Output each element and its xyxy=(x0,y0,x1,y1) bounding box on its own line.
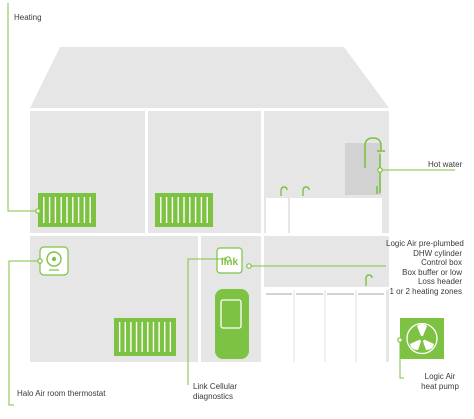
label-line: Logic Air pre-plumbed xyxy=(386,239,464,248)
label-line: Link Cellular xyxy=(193,382,238,391)
label-hot-water: Hot water xyxy=(428,160,463,169)
kitchen-worktop xyxy=(264,287,389,290)
radiator-icon xyxy=(155,193,213,227)
bath-left-panel xyxy=(266,198,288,233)
shower-cabinet xyxy=(345,143,381,195)
label-line: Box buffer or low xyxy=(402,267,462,277)
callout-dots xyxy=(35,167,403,343)
label-line: DHW cylinder xyxy=(413,248,462,258)
label-line: Control box xyxy=(421,258,462,268)
label-line: Logic Air xyxy=(424,372,456,381)
tap-icon xyxy=(280,186,310,196)
radiator-body xyxy=(114,318,176,356)
label-link-cellular: Link Cellular diagnostics xyxy=(193,382,237,401)
label-line: heat pump xyxy=(421,381,459,391)
cabinet-handles xyxy=(266,293,384,295)
svg-text:link: link xyxy=(221,257,239,268)
callout-lines xyxy=(7,3,455,406)
label-halo-thermostat: Halo Air room thermostat xyxy=(17,389,106,398)
boiler-unit-icon xyxy=(215,289,249,359)
thermostat-icon xyxy=(39,246,69,276)
radiator-icon xyxy=(114,318,176,356)
label-line: Loss header xyxy=(417,277,462,287)
label-line: diagnostics xyxy=(193,391,234,401)
label-logic-air-block: Logic Air pre-plumbed DHW cylinder Contr… xyxy=(386,239,464,297)
label-line: 1 or 2 heating zones xyxy=(389,286,463,296)
bath xyxy=(290,198,382,233)
cabinet-dividers xyxy=(293,290,357,362)
shower-icon xyxy=(364,137,385,194)
label-logic-air-heat-pump: Logic Air heat pump xyxy=(412,372,468,391)
fan-icon xyxy=(400,318,444,359)
label-heating: Heating xyxy=(14,13,42,22)
roof xyxy=(30,47,389,108)
radiator-icon xyxy=(38,193,96,227)
tap-icon xyxy=(365,274,373,286)
